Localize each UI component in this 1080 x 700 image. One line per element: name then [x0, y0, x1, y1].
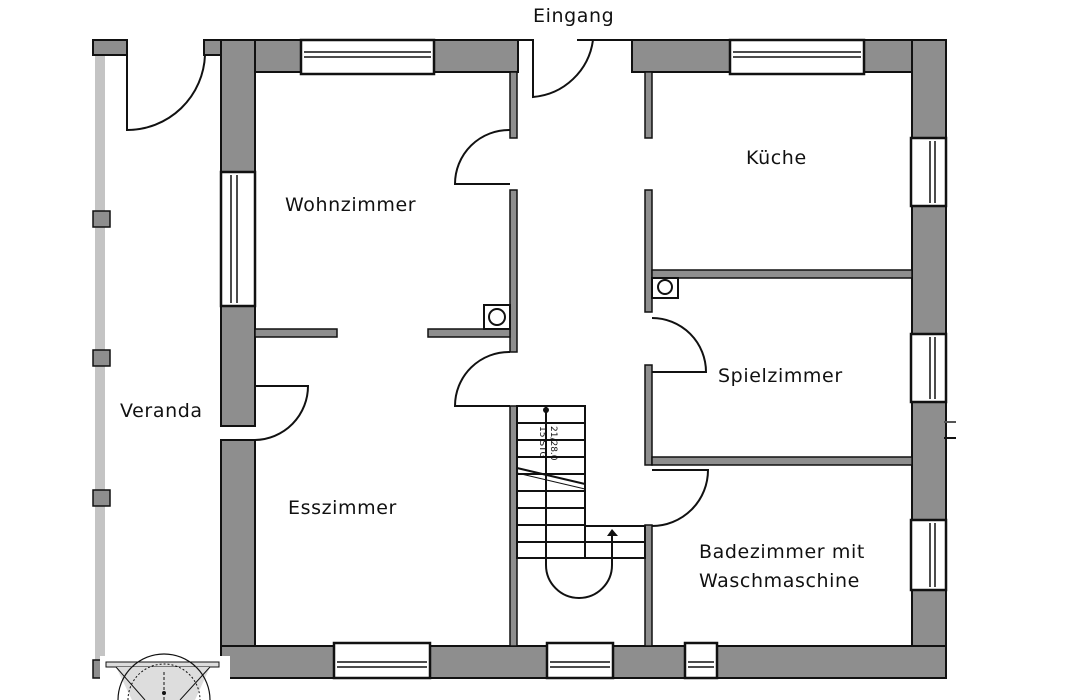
label-playroom: Spielzimmer	[718, 365, 843, 387]
exterior-wall-top	[433, 39, 519, 73]
chimney-icon	[483, 304, 511, 330]
exterior-wall-bottom	[612, 645, 686, 679]
window	[909, 332, 948, 404]
veranda-post-top	[92, 39, 128, 56]
chimney-icon	[651, 277, 679, 299]
exterior-wall-left	[220, 439, 256, 679]
exterior-wall-bottom	[220, 645, 335, 679]
interior-wall	[427, 328, 511, 338]
window	[219, 170, 257, 308]
veranda-post	[92, 489, 111, 507]
label-dining-room: Esszimmer	[288, 497, 397, 519]
exterior-wall-right	[911, 39, 947, 139]
label-living-room: Wohnzimmer	[285, 194, 416, 216]
interior-wall	[651, 456, 913, 466]
exterior-wall-top	[631, 39, 731, 73]
spiral-staircase	[100, 653, 230, 700]
label-kitchen: Küche	[746, 147, 807, 169]
bathroom-door-swing	[651, 469, 710, 527]
interior-wall	[644, 364, 653, 466]
exterior-wall-right	[911, 205, 947, 335]
veranda-side-door-swing	[254, 385, 310, 441]
interior-wall	[509, 405, 518, 647]
window	[545, 641, 615, 680]
interior-wall	[509, 189, 518, 353]
playroom-door-swing	[651, 317, 708, 373]
interior-wall	[651, 269, 913, 279]
interior-wall	[254, 328, 338, 338]
label-entrance: Eingang	[533, 5, 614, 27]
exterior-wall-left	[220, 305, 256, 427]
veranda-post	[92, 659, 102, 679]
exterior-wall-bottom	[716, 645, 947, 679]
window	[909, 136, 948, 208]
label-bathroom-line1: Badezimmer mit	[699, 541, 865, 563]
interior-wall	[644, 71, 653, 139]
exterior-wall-bottom	[429, 645, 548, 679]
stair-ratio-label: 21/28.0	[548, 426, 558, 461]
label-veranda: Veranda	[120, 400, 203, 422]
staircase	[516, 405, 646, 599]
exterior-wall-left	[220, 39, 256, 173]
wall-segment	[203, 39, 223, 56]
veranda-post	[92, 210, 111, 228]
window	[909, 518, 948, 592]
window	[332, 641, 432, 680]
window	[728, 38, 866, 76]
exterior-wall-right	[911, 401, 947, 521]
interior-wall	[644, 189, 653, 313]
interior-wall	[509, 71, 518, 139]
stair-count-label: 15 STG	[537, 426, 547, 459]
label-bathroom-line2: Waschmaschine	[699, 570, 860, 592]
interior-wall	[644, 524, 653, 647]
stair-annotation: 15 STG 21/28.0	[537, 426, 558, 461]
living-room-door-swing	[453, 128, 511, 185]
window	[299, 38, 436, 76]
dining-room-door-swing	[453, 350, 511, 407]
veranda-post	[92, 349, 111, 367]
entrance-door-swing	[518, 39, 594, 99]
window	[683, 641, 719, 680]
veranda-door-swing	[126, 54, 206, 132]
